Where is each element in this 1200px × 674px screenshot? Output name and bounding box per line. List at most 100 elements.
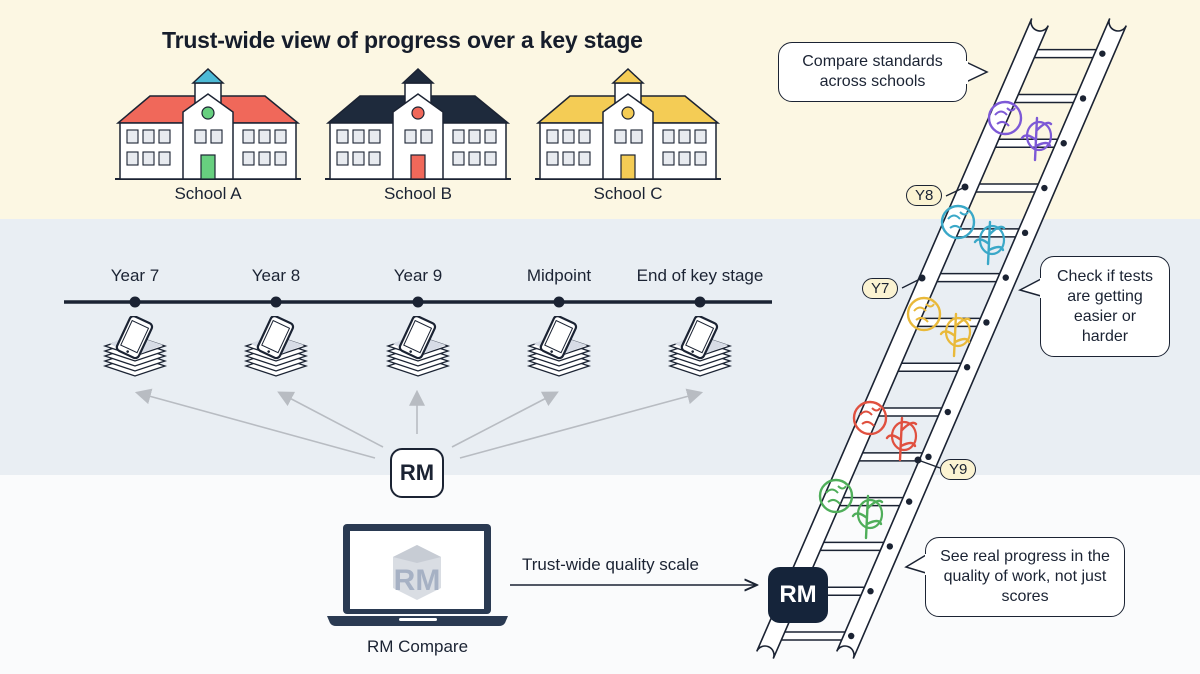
school-label: School B [383, 184, 453, 203]
window [452, 151, 465, 166]
clock [411, 106, 425, 120]
arrow-to-midpoint [451, 391, 559, 448]
sample-ball [987, 100, 1023, 136]
window [274, 151, 287, 166]
window [258, 151, 271, 166]
school-label: School A [174, 184, 242, 203]
timeline-label-year7: Year 7 [110, 266, 160, 285]
tablet-icon [680, 315, 719, 360]
tablet-icon [256, 315, 295, 360]
timeline-band [0, 219, 1200, 475]
spire [611, 67, 645, 84]
ladder-left-rail [756, 18, 1049, 659]
window [484, 151, 497, 166]
sample-scribble [859, 407, 881, 427]
window [274, 129, 287, 144]
sample-scribble [825, 485, 847, 505]
tablet-screen [544, 319, 574, 354]
window [562, 151, 575, 166]
center-gable [392, 93, 444, 180]
spire [401, 67, 435, 84]
rm-ladder-logo: RM [768, 567, 828, 623]
sample-leaf-outline [1025, 120, 1053, 152]
window [420, 129, 433, 144]
window [336, 151, 349, 166]
callout-check-tests: Check if tests are getting easier or har… [1040, 256, 1170, 357]
window [662, 129, 675, 144]
tablet-button [691, 350, 694, 353]
window [562, 129, 575, 144]
sample-ball [852, 400, 888, 436]
window [210, 129, 223, 144]
ladder-rivet [963, 364, 971, 371]
ladder-rivet [905, 498, 913, 505]
window [404, 129, 417, 144]
timeline-dot [412, 296, 424, 308]
window [678, 129, 691, 144]
ladder-rivet [1021, 229, 1029, 237]
laptop-icon: RM [327, 524, 508, 626]
timeline-dot [553, 296, 565, 308]
tag-connector [917, 459, 941, 469]
scale-arrow-label: Trust-wide quality scale [522, 555, 699, 574]
work-sample-icon [987, 100, 1053, 162]
clock [201, 106, 215, 120]
window [614, 129, 627, 144]
tablet-screen [261, 319, 291, 354]
ladder-rivet [1060, 140, 1067, 147]
center-gable [182, 93, 234, 180]
tablet-screen [685, 319, 715, 354]
tablet-icon [115, 315, 154, 360]
center-gable [602, 93, 654, 180]
school-c: School C [535, 66, 721, 206]
ladder-rivet [1002, 274, 1009, 281]
callout-compare-standards: Compare standards across schools [778, 42, 967, 102]
rm-compare-logo-icon [393, 545, 441, 600]
tablet-button [409, 350, 412, 353]
tablet-button [126, 350, 129, 353]
window [678, 151, 691, 166]
timeline-dot [694, 296, 706, 308]
ladder-tag-y9: Y9 [940, 459, 977, 480]
spire [191, 67, 225, 84]
clock [621, 106, 635, 120]
tablet-screen [403, 319, 433, 354]
ladder-rivet [867, 588, 874, 595]
page-title: Trust-wide view of progress over a key s… [162, 27, 643, 53]
sample-ball [940, 204, 976, 240]
school-building-icon [325, 67, 511, 180]
assessment-stack-icon [383, 315, 453, 380]
window [662, 151, 675, 166]
window [158, 151, 171, 166]
assessment-stack-icon [524, 315, 594, 380]
school-b: School B [325, 66, 511, 206]
ladder-tag-y7: Y7 [862, 278, 899, 299]
timeline-label-end: End of key stage [636, 266, 764, 285]
tablet-button [550, 350, 553, 353]
arrow-to-year8 [277, 391, 384, 448]
sample-scribble [947, 211, 969, 231]
ladder-rivet [983, 319, 990, 326]
sample-leaf-outline [944, 316, 972, 348]
sample-leaf-outline [856, 498, 884, 530]
sample-scribble [913, 303, 935, 323]
school-building-icon [535, 67, 721, 180]
door [620, 154, 636, 180]
sample-leaf-outline [890, 420, 918, 452]
sample-leaf-outline [978, 224, 1006, 256]
window [578, 151, 591, 166]
assessment-stack-icon [100, 315, 170, 380]
timeline-label-midpoint: Midpoint [526, 266, 592, 285]
window [352, 129, 365, 144]
window [468, 129, 481, 144]
callout-text: Compare standards across schools [802, 53, 943, 90]
tablet-screen [120, 319, 150, 354]
timeline-dot [129, 296, 141, 308]
timeline-dot [270, 296, 282, 308]
tag-connector [945, 186, 966, 197]
school-building-icon [115, 67, 301, 180]
